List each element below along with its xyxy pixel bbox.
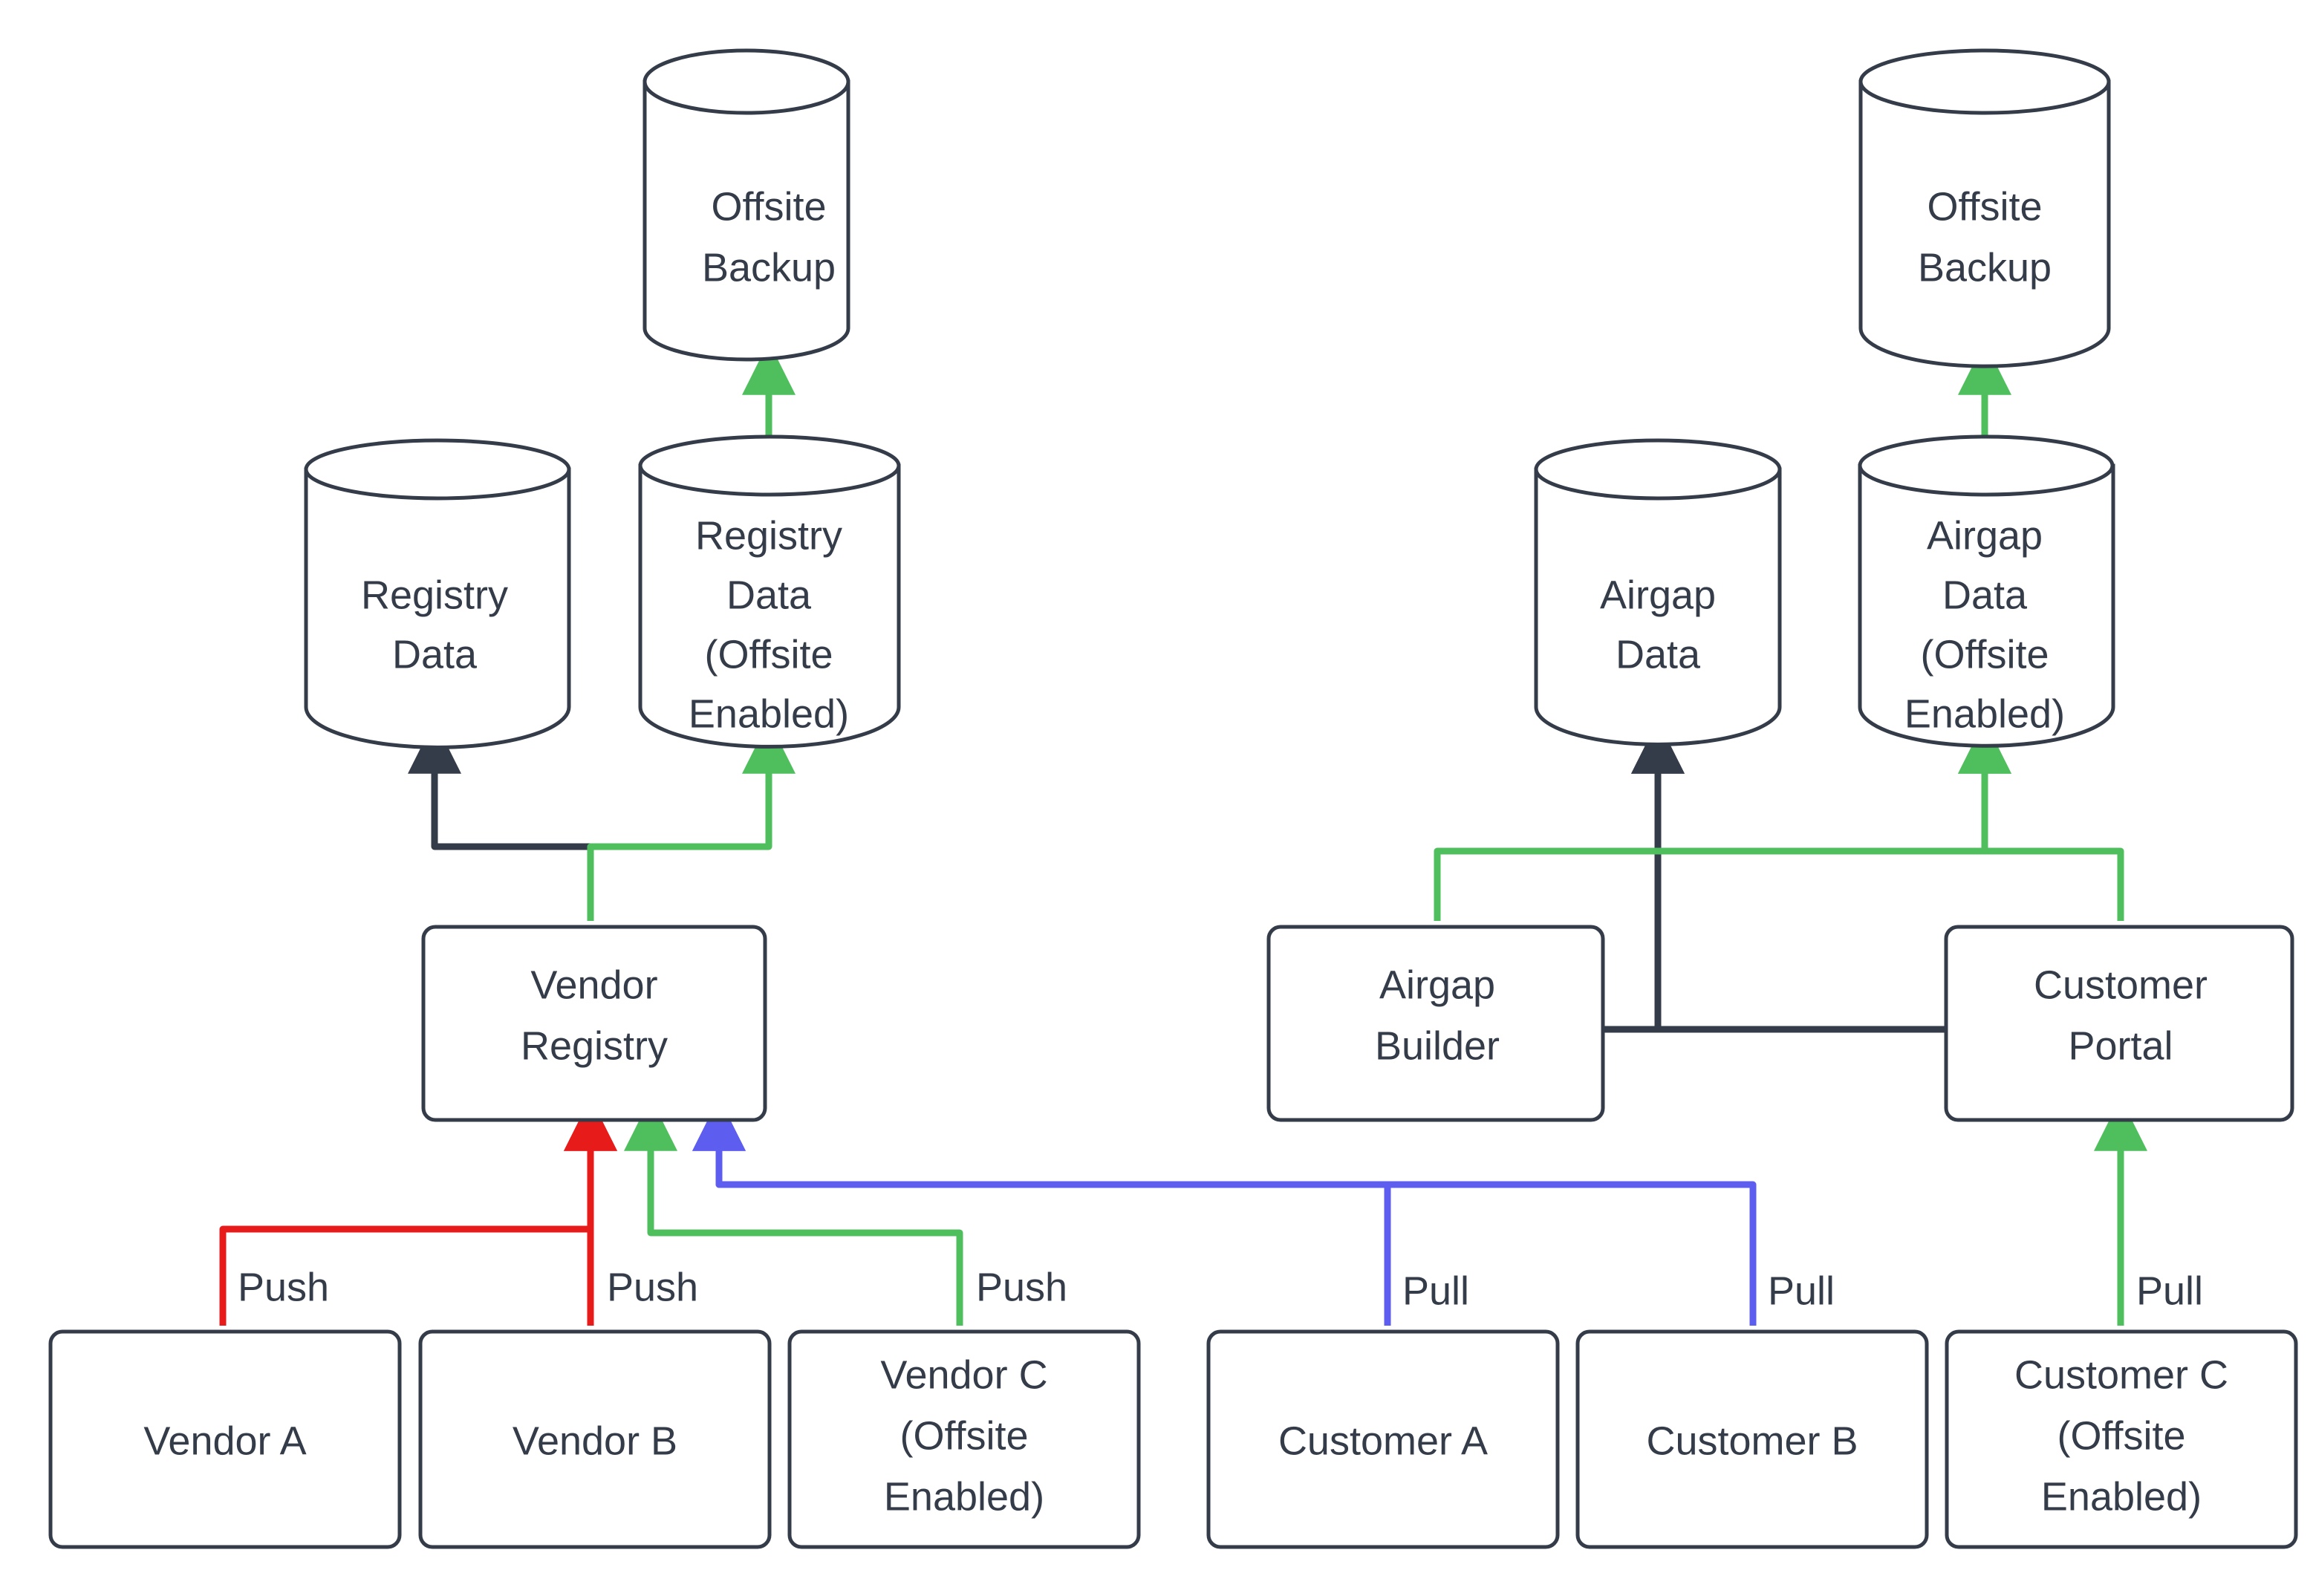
node-label: Enabled) (2041, 1474, 2202, 1519)
node-vendor-b[interactable]: Vendor B (418, 1329, 772, 1549)
node-customer-c[interactable]: Customer C (Offsite Enabled) (1945, 1329, 2298, 1549)
node-label: (Offsite (900, 1413, 1028, 1458)
node-customer-portal[interactable]: Customer Portal (1944, 925, 2294, 1122)
node-label: Backup (702, 245, 836, 290)
edge-vendor-c-push (624, 1097, 963, 1326)
node-label: (Offsite (704, 632, 833, 677)
node-label: Enabled) (1904, 691, 2065, 736)
node-label: Registry (521, 1023, 668, 1068)
node-label: Registry (695, 513, 842, 558)
node-label: Enabled) (884, 1474, 1044, 1519)
node-label: Airgap (1927, 513, 2043, 558)
edge-label-pull-3: Pull (2136, 1268, 2203, 1313)
node-label: Data (1616, 632, 1701, 677)
node-label: Data (1942, 573, 2028, 617)
node-label: Customer A (1278, 1419, 1488, 1463)
node-label: (Offsite (2057, 1413, 2185, 1458)
node-label: Vendor A (143, 1419, 306, 1463)
node-offsite-backup-right[interactable]: Offsite Backup (1858, 48, 2111, 368)
edge-label-push-3: Push (976, 1265, 1067, 1309)
node-label: Vendor C (880, 1352, 1047, 1397)
node-label: Vendor (530, 963, 657, 1007)
node-vendor-c[interactable]: Vendor C (Offsite Enabled) (787, 1329, 1141, 1549)
node-vendor-a[interactable]: Vendor A (48, 1329, 402, 1549)
edge-label-push-1: Push (238, 1265, 329, 1309)
node-label: Offsite (1927, 184, 2042, 229)
node-label: (Offsite (1920, 632, 2049, 677)
node-label: Customer B (1646, 1419, 1858, 1463)
node-label: Registry (361, 573, 508, 617)
node-label: Customer (2034, 963, 2208, 1007)
node-label: Enabled) (689, 691, 849, 736)
edge-label-pull-2: Pull (1768, 1268, 1835, 1313)
node-offsite-backup-left[interactable]: Offsite Backup (642, 48, 850, 362)
edge-vendor-registry-to-registry-data-offsite (587, 720, 796, 921)
node-registry-data-offsite[interactable]: Registry Data (Offsite Enabled) (638, 434, 901, 749)
edge-label-pull-1: Pull (1402, 1268, 1469, 1313)
edge-airgap-builder-to-airgap-data (1602, 720, 1685, 1033)
node-airgap-data[interactable]: Airgap Data (1534, 438, 1782, 746)
node-label: Data (392, 632, 478, 677)
node-label: Customer C (2014, 1352, 2228, 1397)
node-label: Airgap (1379, 963, 1495, 1007)
node-customer-b[interactable]: Customer B (1575, 1329, 1929, 1549)
edge-vendor-registry-to-registry-data (408, 720, 594, 921)
node-label: Offsite (711, 184, 826, 229)
node-label: Builder (1375, 1023, 1500, 1068)
node-airgap-data-offsite[interactable]: Airgap Data (Offsite Enabled) (1858, 434, 2115, 748)
node-label: Backup (1918, 245, 2052, 290)
edge-customer-portal-to-airgap-data-offsite (1958, 720, 2124, 921)
node-label: Portal (2068, 1023, 2173, 1068)
node-label: Vendor B (513, 1419, 677, 1463)
node-customer-a[interactable]: Customer A (1206, 1329, 1560, 1549)
node-label: Data (726, 573, 812, 617)
edge-label-push-2: Push (607, 1265, 698, 1309)
node-vendor-registry[interactable]: Vendor Registry (421, 925, 767, 1122)
edge-customer-b-pull (692, 1097, 1757, 1326)
node-airgap-builder[interactable]: Airgap Builder (1266, 925, 1605, 1122)
edge-customer-portal-to-airgap-data (1631, 720, 1946, 1033)
node-label: Airgap (1600, 573, 1716, 617)
edge-airgap-builder-to-airgap-data-offsite (1434, 720, 2011, 921)
node-registry-data[interactable]: Registry Data (304, 438, 571, 749)
